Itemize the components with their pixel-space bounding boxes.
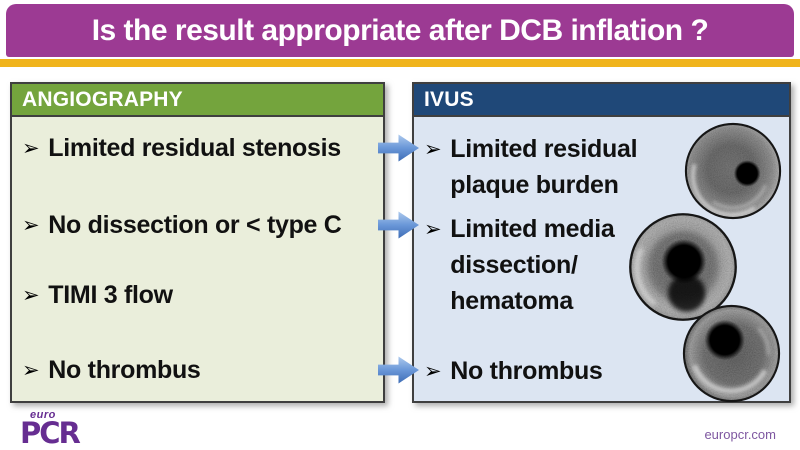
slide-title: Is the result appropriate after DCB infl… [91, 13, 709, 47]
angiography-body: ➢ Limited residual stenosis ➢ No dissect… [10, 117, 385, 403]
arrowhead-bullet-icon: ➢ [22, 213, 40, 237]
arrowhead-bullet-icon: ➢ [424, 137, 442, 161]
website-url: europcr.com [704, 427, 776, 442]
list-item: ➢ Limited residual stenosis [22, 133, 341, 163]
list-item: ➢ Limited residual plaque burden [424, 131, 638, 203]
list-item-label: TIMI 3 flow [48, 281, 173, 309]
arrowhead-bullet-icon: ➢ [22, 136, 40, 160]
list-item: ➢ No thrombus [424, 353, 603, 389]
list-item: ➢ No thrombus [22, 355, 201, 385]
title-bar: Is the result appropriate after DCB infl… [6, 4, 794, 57]
logo-euro-text: euro [30, 409, 56, 421]
angiography-panel: ANGIOGRAPHY ➢ Limited residual stenosis … [10, 82, 385, 403]
europcr-logo: euro PCR [20, 409, 81, 450]
logo-pcr-text: PCR [20, 416, 81, 450]
list-item-label: Limited residual stenosis [48, 134, 341, 162]
gold-divider [0, 59, 800, 67]
list-item-label: No thrombus [48, 356, 201, 384]
list-item-label: Limited media dissection/ hematoma [450, 215, 615, 315]
list-item: ➢ No dissection or < type C [22, 210, 342, 240]
list-item-label: Limited residual plaque burden [450, 135, 638, 199]
ivus-image-middle [629, 213, 737, 321]
arrowhead-bullet-icon: ➢ [22, 358, 40, 382]
arrowhead-bullet-icon: ➢ [424, 359, 442, 383]
list-item: ➢ Limited media dissection/ hematoma [424, 211, 615, 319]
ivus-image-top [684, 122, 782, 220]
list-item-label: No dissection or < type C [48, 211, 342, 239]
list-item-label: No thrombus [450, 357, 603, 385]
ivus-header: IVUS [412, 82, 791, 117]
list-item: ➢ TIMI 3 flow [22, 280, 173, 310]
angiography-header: ANGIOGRAPHY [10, 82, 385, 117]
arrowhead-bullet-icon: ➢ [22, 283, 40, 307]
arrowhead-bullet-icon: ➢ [424, 217, 442, 241]
ivus-image-bottom [682, 304, 781, 403]
